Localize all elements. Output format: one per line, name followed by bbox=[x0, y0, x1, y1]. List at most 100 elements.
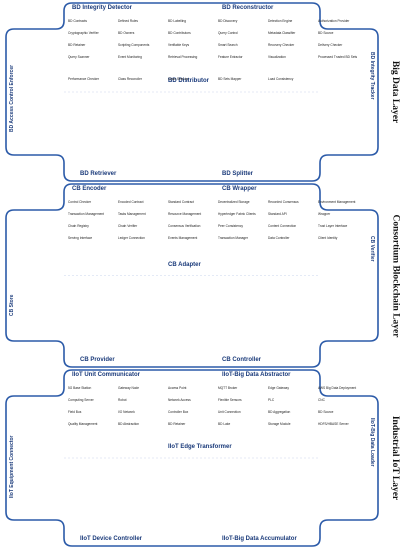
component-label: Robot bbox=[118, 398, 127, 402]
component-label: Query Scanner bbox=[68, 55, 90, 59]
component-label: 5G Base Station bbox=[68, 386, 92, 390]
component-label: Recorded Consensus bbox=[268, 200, 299, 204]
section-title-left: CB Store bbox=[9, 294, 15, 316]
component-label: Decentralized Storage bbox=[218, 200, 250, 204]
component-label: BD Contributors bbox=[168, 31, 191, 35]
section-title-center: IIoT Edge Transformer bbox=[168, 444, 232, 450]
section-title-right: IIoT-Big Data Loader bbox=[369, 418, 375, 467]
component-label: Retrieval Processing bbox=[168, 55, 198, 59]
layer-name: Industrial IoT Layer bbox=[390, 415, 401, 501]
component-label: BD Owners bbox=[118, 31, 135, 35]
component-label: Client Identity bbox=[318, 236, 338, 240]
component-label: BD Source bbox=[318, 410, 334, 414]
component-label: Edge Gateway bbox=[268, 386, 289, 390]
component-label: Consensus Verification bbox=[168, 224, 201, 228]
component-label: Cryptographic Verifier bbox=[68, 31, 99, 35]
component-label: BD Retainer bbox=[168, 422, 186, 426]
component-label: Hyperledger Fabric Clients bbox=[218, 212, 256, 216]
component-label: Data Controller bbox=[268, 236, 290, 240]
section-title-top-right: CB Wrapper bbox=[222, 186, 257, 192]
component-label: Wrapper bbox=[318, 212, 331, 216]
component-label: Controller Box bbox=[168, 410, 189, 414]
component-label: Access Point bbox=[168, 386, 187, 390]
component-label: Encoded Contract bbox=[118, 200, 144, 204]
section-title-left: IIoT Equipment Connector bbox=[9, 435, 15, 499]
layer-label-1: Big Data Layer bbox=[387, 3, 403, 181]
component-label: Environment Management bbox=[318, 200, 356, 204]
component-label: Feature Extractor bbox=[218, 55, 243, 59]
layer-label-3: Industrial IoT Layer bbox=[387, 370, 403, 546]
component-label: BD Sets Mapper bbox=[218, 77, 242, 81]
section-title-bottom-left: CB Provider bbox=[80, 357, 115, 363]
component-label: BD Source bbox=[318, 31, 334, 35]
section-title-bottom-left: BD Retriever bbox=[80, 171, 117, 177]
component-label: Metadata Classifier bbox=[268, 31, 296, 35]
component-label: Chain Verifier bbox=[118, 224, 138, 228]
component-label: Class Reconciler bbox=[118, 77, 142, 81]
component-label: Processed Trusted BD Sets bbox=[318, 55, 358, 59]
component-label: Query Control bbox=[218, 31, 238, 35]
section-title-center: CB Adapter bbox=[168, 261, 201, 268]
component-label: AWS Big Data Deployment bbox=[318, 386, 357, 390]
component-label: Transaction Management bbox=[68, 212, 105, 216]
component-label: Recovery Checker bbox=[268, 43, 295, 47]
component-label: HDFS/HBASE Server bbox=[318, 422, 349, 426]
component-label: Events Management bbox=[168, 236, 198, 240]
component-label: Control Checker bbox=[68, 200, 92, 204]
component-label: BD Abstraction bbox=[118, 422, 140, 426]
component-label: Class Selector bbox=[168, 77, 189, 81]
component-label: Event Monitoring bbox=[118, 55, 142, 59]
layer-name: Big Data Layer bbox=[390, 60, 400, 124]
section-title-center: BD Distributor bbox=[168, 78, 209, 84]
section-title-top-right: BD Reconstructor bbox=[222, 5, 274, 11]
component-label: Standard Contract bbox=[168, 200, 194, 204]
component-label: Detection Engine bbox=[268, 19, 293, 23]
component-label: Flexible Sensors bbox=[218, 398, 242, 402]
component-label: BD Retainer bbox=[68, 43, 86, 47]
component-label: Content Connection bbox=[268, 224, 297, 228]
section-title-right: BD Integrity Tracker bbox=[369, 52, 375, 100]
component-label: Trust Layer Interface bbox=[318, 224, 348, 228]
component-label: Smart Search bbox=[218, 43, 238, 47]
section-title-bottom-right: CB Controller bbox=[222, 357, 261, 363]
section-title-right: CB Verifier bbox=[369, 235, 375, 262]
section-title-bottom-left: IIoT Device Controller bbox=[80, 536, 143, 542]
component-label: Network Access bbox=[168, 398, 191, 402]
component-label: PLC bbox=[268, 398, 275, 402]
component-label: Computing Server bbox=[68, 398, 94, 402]
component-label: Peer Consistency bbox=[218, 224, 243, 228]
component-label: Performance Checker bbox=[68, 77, 100, 81]
section-title-bottom-right: IIoT-Big Data Accumulator bbox=[222, 536, 297, 542]
component-label: Load Consistency bbox=[268, 77, 294, 81]
component-label: BD Discovery bbox=[218, 19, 238, 23]
component-label: Verifiable Keys bbox=[168, 43, 190, 47]
section-title-top-left: IIoT Unit Communicator bbox=[72, 372, 140, 378]
component-label: BD Labelling bbox=[168, 19, 187, 23]
component-label: I/O Network bbox=[118, 410, 135, 414]
component-label: Tasks Management bbox=[118, 212, 146, 216]
layer-label-2: Consortium Blockchain Layer bbox=[387, 184, 403, 367]
component-label: Visualization bbox=[268, 55, 286, 59]
layer-name: Consortium Blockchain Layer bbox=[390, 214, 401, 337]
component-label: Chain Registry bbox=[68, 224, 89, 228]
component-label: Standard API bbox=[268, 212, 287, 216]
component-label: Gateway Node bbox=[118, 386, 140, 390]
component-label: Field Bus bbox=[68, 410, 82, 414]
section-title-top-left: BD Integrity Detector bbox=[72, 5, 133, 11]
component-label: Scripting Components bbox=[118, 43, 150, 47]
component-label: Transaction Manager bbox=[218, 236, 249, 240]
component-label: Unit Connection bbox=[218, 410, 241, 414]
component-label: Defined Rules bbox=[118, 19, 139, 23]
section-title-bottom-right: BD Splitter bbox=[222, 171, 254, 177]
component-label: Ledger Connection bbox=[118, 236, 145, 240]
component-label: Authorization Provider bbox=[318, 19, 350, 23]
component-label: Quality Management bbox=[68, 422, 98, 426]
component-label: Storage Module bbox=[268, 422, 291, 426]
section-title-top-right: IIoT-Big Data Abstractor bbox=[222, 372, 291, 378]
component-label: CNC bbox=[318, 398, 325, 402]
component-label: BD Contracts bbox=[68, 19, 87, 23]
component-label: BD Lake bbox=[218, 422, 231, 426]
component-label: Resource Management bbox=[168, 212, 202, 216]
component-label: MQTT Broker bbox=[218, 386, 238, 390]
